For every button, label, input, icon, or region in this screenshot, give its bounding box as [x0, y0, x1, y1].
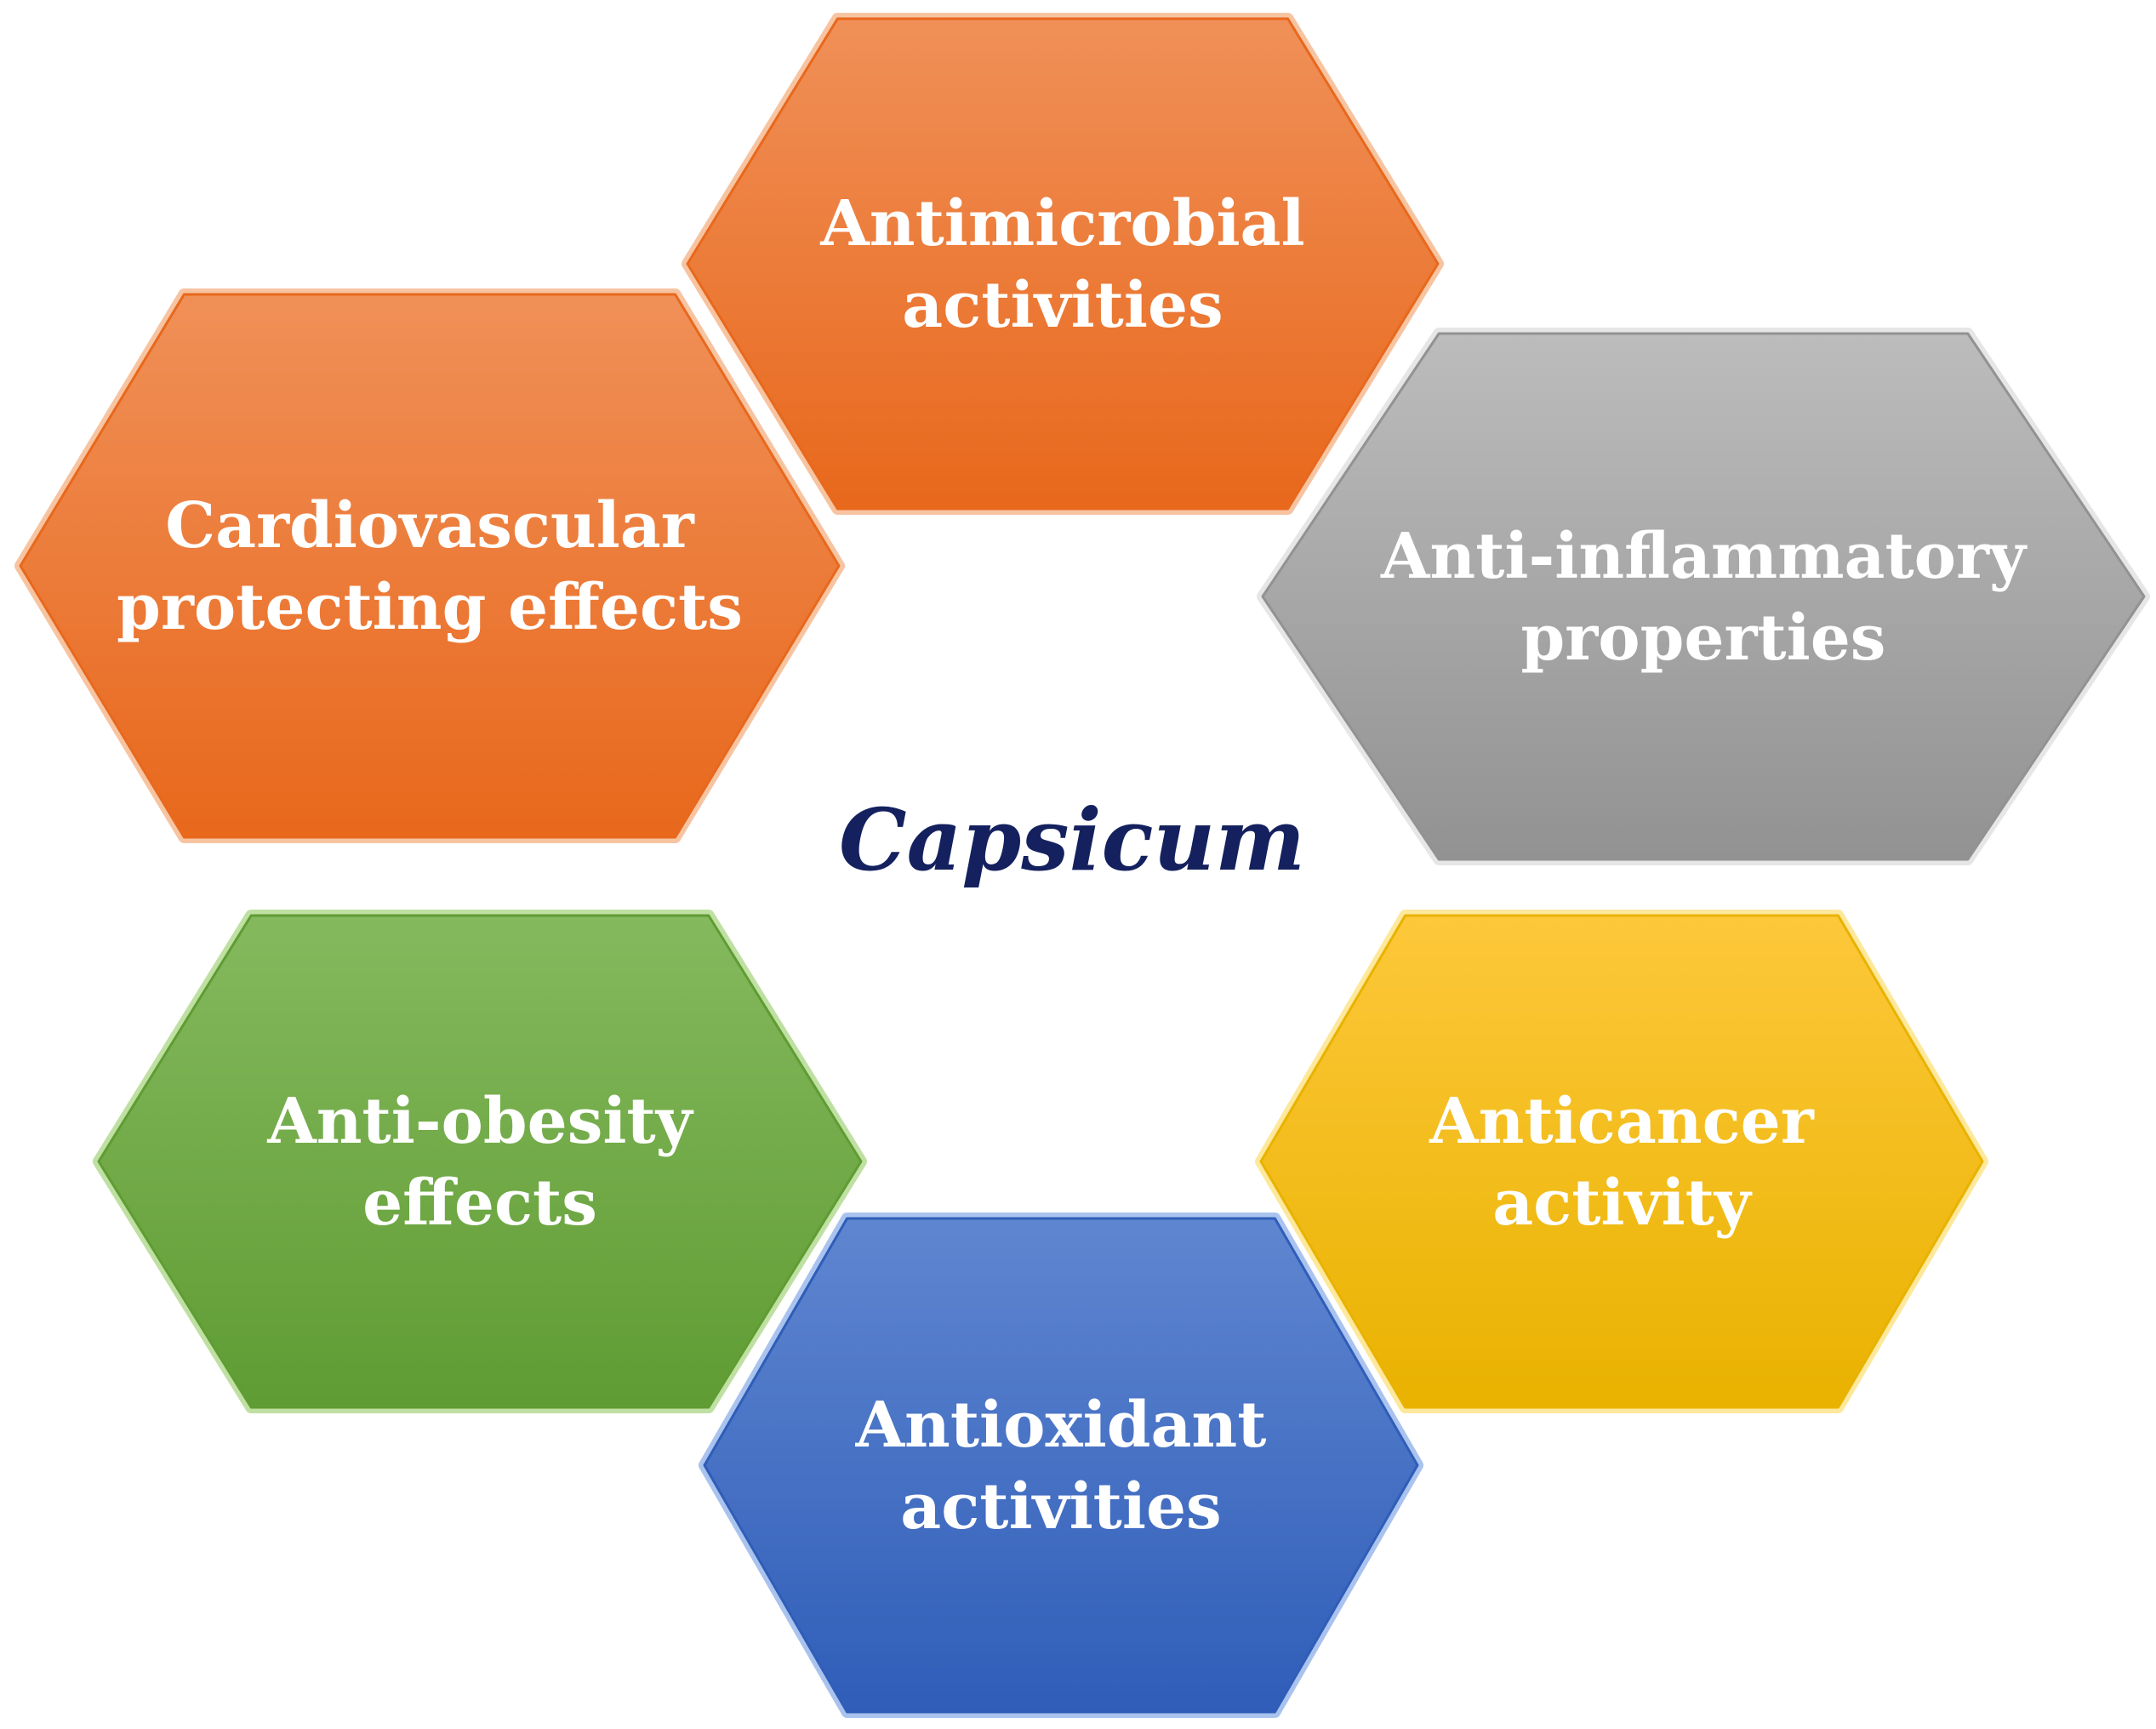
- hexagon-anticancer: Anticancer activity: [1255, 910, 1988, 1413]
- center-label-capsicum: Capsicum: [839, 790, 1305, 890]
- hexagon-label-cardiovascular: protecting effects: [117, 571, 743, 644]
- hexagon-shape-anticancer: [1259, 914, 1984, 1409]
- hexagon-anti-inflammatory: Anti-inflammatory properties: [1257, 328, 2150, 865]
- hexagon-cardiovascular: Cardiovascular protecting effects: [14, 288, 845, 843]
- hexagon-shape-antioxidant: [703, 1217, 1419, 1714]
- hexagon-anti-obesity: Anti-obesity effects: [93, 910, 867, 1413]
- hexagon-shape-cardiovascular: [19, 293, 841, 839]
- hexagon-shape-anti-inflammatory: [1261, 332, 2146, 861]
- hexagon-label-anti-inflammatory: Anti-inflammatory: [1380, 520, 2028, 593]
- hexagon-shape-anti-obesity: [97, 914, 863, 1409]
- hexagon-label-anticancer: activity: [1492, 1167, 1753, 1240]
- hexagon-label-anti-obesity: effects: [362, 1167, 597, 1240]
- hexagon-label-anticancer: Anticancer: [1429, 1085, 1814, 1158]
- hexagon-shape-antimicrobial: [686, 17, 1440, 511]
- hexagon-antioxidant: Antioxidant activities: [699, 1213, 1423, 1718]
- hexagon-label-cardiovascular: Cardiovascular: [165, 489, 695, 562]
- hexagon-label-anti-obesity: Anti-obesity: [266, 1085, 693, 1158]
- hexagon-label-anti-inflammatory: properties: [1521, 602, 1886, 675]
- hexagon-label-antioxidant: activities: [900, 1470, 1221, 1544]
- hexagon-antimicrobial: Antimicrobial activities: [682, 13, 1444, 515]
- hexagon-layer: AntimicrobialactivitiesAnti-inflammatory…: [14, 13, 2150, 1718]
- hexagon-label-antimicrobial: Antimicrobial: [819, 187, 1304, 260]
- hexagon-label-antioxidant: Antioxidant: [855, 1389, 1267, 1462]
- hexagon-label-antimicrobial: activities: [902, 269, 1223, 342]
